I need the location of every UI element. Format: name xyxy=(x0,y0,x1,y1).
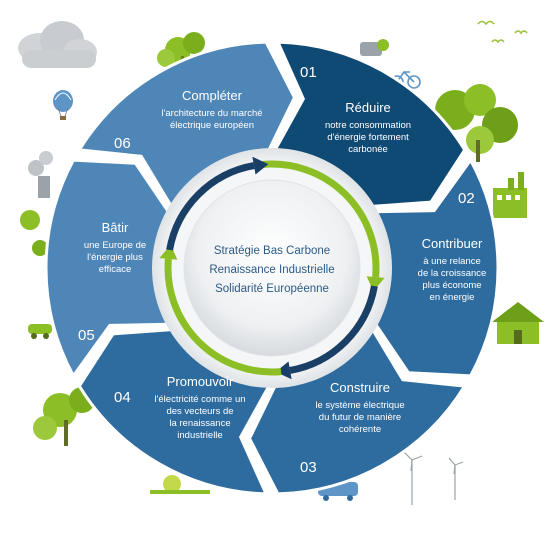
segment-number: 04 xyxy=(114,389,131,406)
segment-line: d'énergie fortement xyxy=(327,132,409,143)
cycle-arrow-head xyxy=(366,276,385,292)
segment-line: des vecteurs de xyxy=(166,406,233,417)
segment-line: une Europe de xyxy=(84,240,146,251)
cycle-arrow-arc xyxy=(262,160,380,278)
segment-title: Promouvoir xyxy=(167,374,234,389)
segment-line: efficace xyxy=(99,264,132,275)
cycle-arrow-head xyxy=(159,244,178,260)
segment-number: 01 xyxy=(300,64,317,81)
segment-label-02: 02 Contribuer à une relance de la croiss… xyxy=(418,190,487,303)
segment-title: Contribuer xyxy=(422,236,483,251)
center-disc xyxy=(183,179,361,357)
decorations xyxy=(18,20,544,505)
segment-ring xyxy=(44,40,500,496)
segment-line: l'électricité comme un xyxy=(154,394,245,405)
segment-title: Construire xyxy=(330,380,390,395)
factory-icon xyxy=(493,172,527,218)
segment-line: carbonée xyxy=(348,144,388,155)
segment-label-05: 05 Bâtir une Europe de l'énergie plus ef… xyxy=(78,220,146,344)
segment-number: 05 xyxy=(78,327,95,344)
car-icon xyxy=(28,324,52,339)
center-text: Stratégie Bas Carbone Renaissance Indust… xyxy=(209,245,334,295)
house-icon xyxy=(492,302,544,344)
cycle-arrow-arc xyxy=(166,162,255,251)
wind-turbine-icon xyxy=(403,451,464,505)
cycle-arrow-arc xyxy=(164,258,282,376)
center-line-1: Stratégie Bas Carbone xyxy=(214,245,330,257)
segment-line: le système électrique xyxy=(315,400,404,411)
car-icon xyxy=(360,39,389,56)
tree-icon xyxy=(20,210,48,256)
segment-line: notre consommation xyxy=(325,120,411,131)
factory-icon xyxy=(28,151,53,198)
segment-line: plus économe xyxy=(422,280,481,291)
tree-icon xyxy=(150,475,210,494)
segment-title: Compléter xyxy=(182,88,243,103)
center-line-2: Renaissance Industrielle xyxy=(209,264,334,276)
segment-label-04: 04 Promouvoir l'électricité comme un des… xyxy=(114,374,246,441)
cycle-arrows xyxy=(159,156,385,380)
tree-icon xyxy=(157,32,205,74)
segment-number: 02 xyxy=(458,190,475,207)
segment-line: cohérente xyxy=(339,424,381,435)
cloud-icon xyxy=(18,21,97,68)
balloon-icon xyxy=(53,90,73,120)
segment-number: 06 xyxy=(114,135,131,152)
segment-line: l'architecture du marché xyxy=(161,108,262,119)
segment-label-03: 03 Construire le système électrique du f… xyxy=(300,380,405,476)
cycle-arrow-arc xyxy=(289,285,378,374)
segment-line: la renaissance xyxy=(169,418,230,429)
segment-line: électrique européen xyxy=(170,120,254,131)
cycle-arrow-head xyxy=(275,361,292,380)
segment-label-01: 01 Réduire notre consommation d'énergie … xyxy=(300,64,411,155)
center-line-3: Solidarité Européenne xyxy=(215,283,329,295)
segment-line: de la croissance xyxy=(418,268,487,279)
cycle-arrow-head xyxy=(252,156,269,175)
segment-title: Réduire xyxy=(345,100,391,115)
segment-line: l'énergie plus xyxy=(87,252,143,263)
tree-icon xyxy=(435,84,518,162)
segment-number: 03 xyxy=(300,459,317,476)
segment-line: industrielle xyxy=(177,430,222,441)
segment-title: Bâtir xyxy=(102,220,129,235)
segment-line: à une relance xyxy=(423,256,481,267)
segment-line: du futur de manière xyxy=(319,412,401,423)
segment-line: en énergie xyxy=(430,292,475,303)
birds-icon xyxy=(477,20,528,44)
segment-label-06: 06 Compléter l'architecture du marché él… xyxy=(114,88,263,152)
